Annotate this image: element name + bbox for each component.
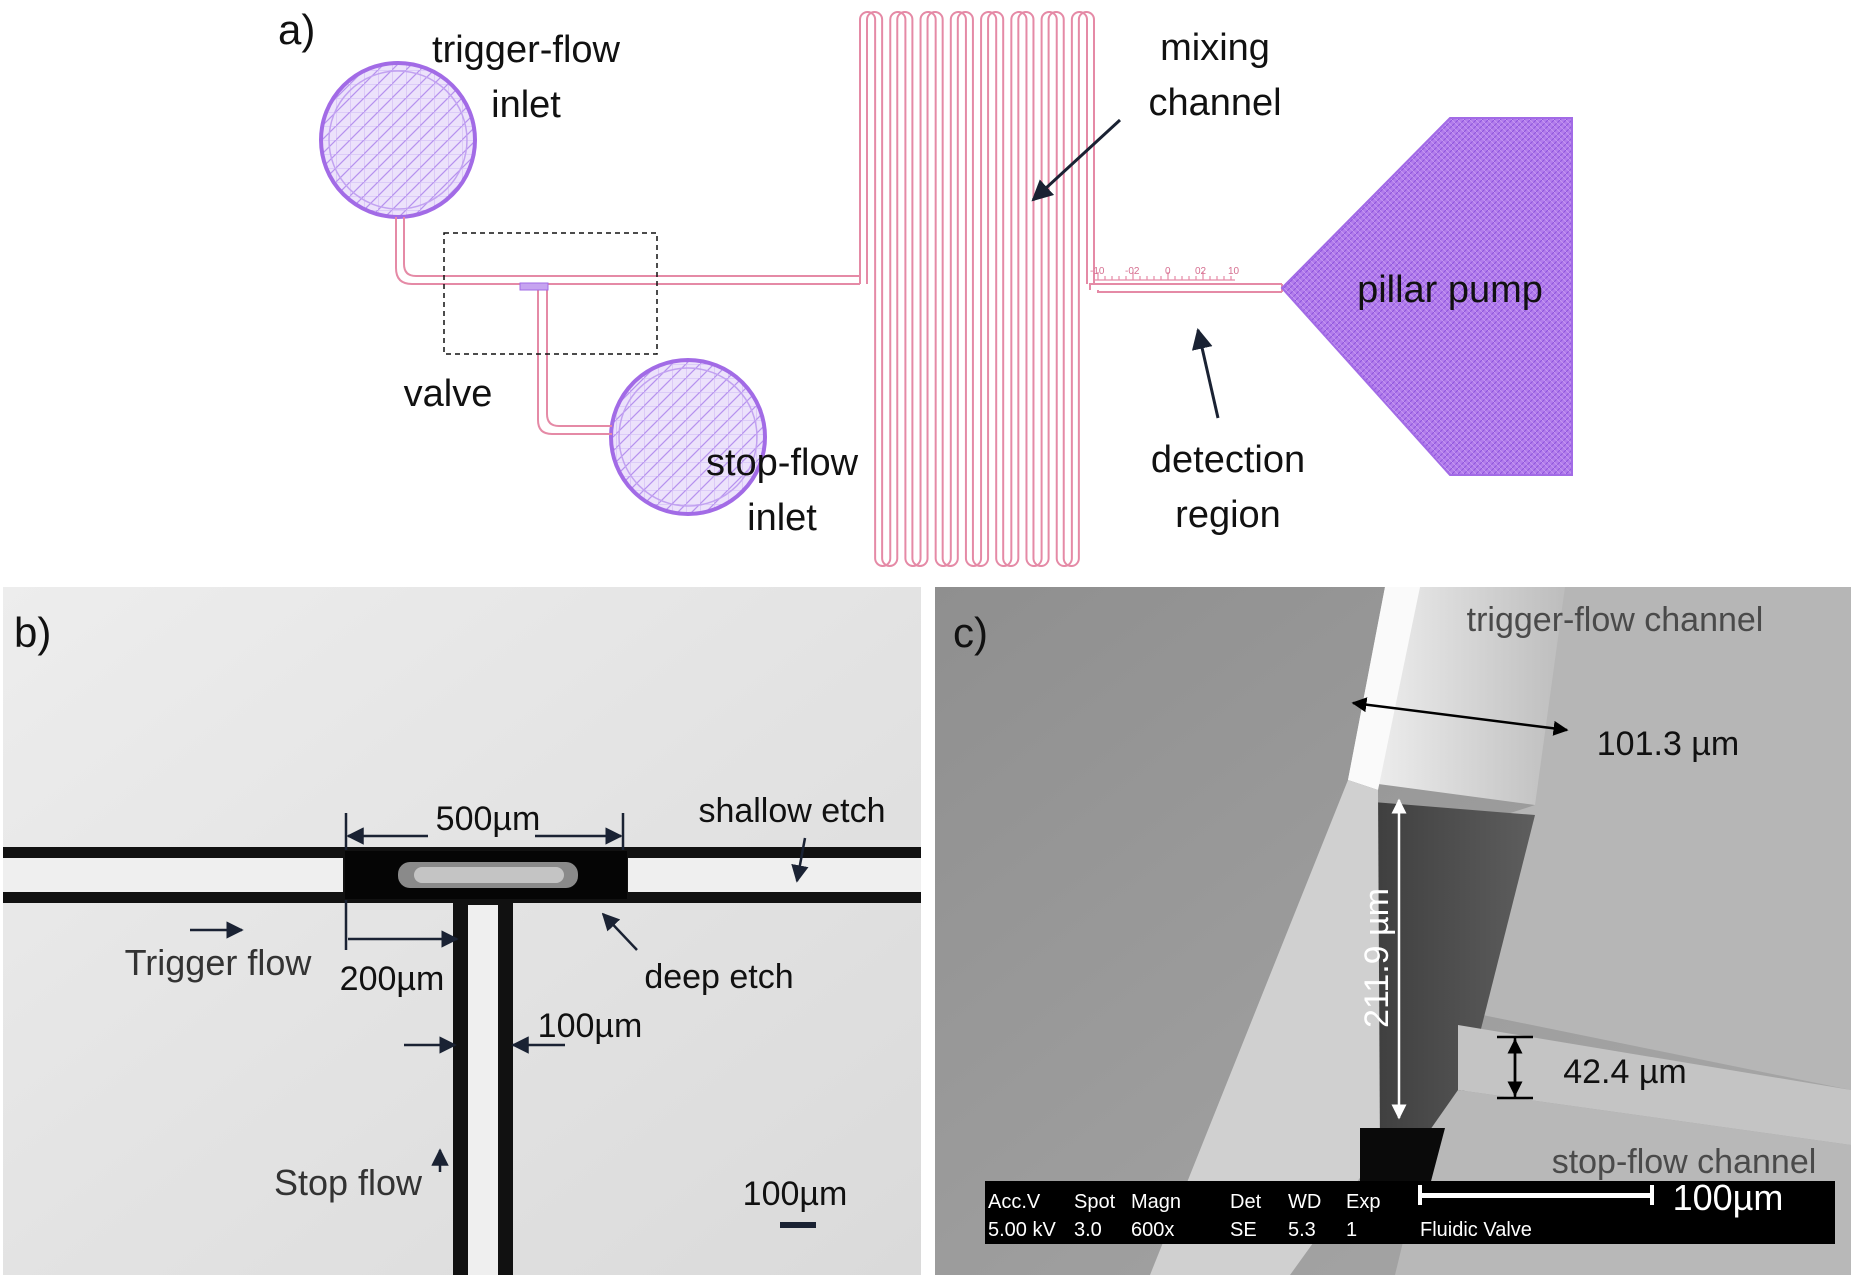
shallow-depth-measurement: 42.4 µm — [1563, 1053, 1687, 1091]
dimension-100um: 100µm — [538, 1007, 643, 1045]
stop-channel-step — [1458, 1025, 1851, 1145]
stop-flow-channel-label: stop-flow channel — [1552, 1143, 1817, 1181]
sem-header-accv: Acc.V — [988, 1191, 1041, 1213]
shallow-etch-label: shallow etch — [698, 792, 885, 830]
dimension-500um: 500µm — [436, 800, 541, 838]
stop-flow-label: Stop flow — [274, 1162, 423, 1203]
detection-region-arrow — [1191, 327, 1220, 419]
valve-box — [443, 232, 658, 355]
dimension-200um: 200µm — [340, 960, 445, 998]
sem-sample-name: Fluidic Valve — [1420, 1219, 1532, 1241]
sem-value-wd: 5.3 — [1288, 1219, 1316, 1241]
ruler-tick-label: 0 — [1165, 266, 1171, 277]
detection-region-label: detection — [1151, 439, 1305, 481]
stop-flow-inlet — [609, 358, 767, 516]
depth-measurement: 211.9 µm — [1358, 888, 1396, 1028]
sem-header-exp: Exp — [1346, 1191, 1380, 1213]
ruler-tick-label: 10 — [1228, 266, 1240, 277]
panel-c: Acc.V Spot Magn Det WD Exp 5.00 kV 3.0 6… — [935, 587, 1851, 1275]
valve-label: valve — [404, 373, 493, 415]
sem-header-wd: WD — [1288, 1191, 1321, 1213]
detection-region-label: region — [1175, 494, 1281, 536]
ruler-tick-label: 02 — [1195, 266, 1207, 277]
sem-info-bar — [985, 1181, 1835, 1244]
panel-a: -10 -02 0 02 10 a) trigger-flow inlet mi… — [278, 4, 1573, 574]
detection-ruler-labels: -10 -02 0 02 10 — [1090, 266, 1240, 277]
stop-flow-inlet-label: stop-flow — [706, 442, 859, 484]
sem-value-accv: 5.00 kV — [988, 1219, 1056, 1241]
stop-flow-inlet-label: inlet — [747, 497, 817, 539]
mixing-channel-label: mixing — [1160, 27, 1270, 69]
mixing-channel-arrow — [1031, 118, 1122, 202]
trigger-flow-channel-label: trigger-flow channel — [1467, 601, 1764, 639]
sem-header-spot: Spot — [1074, 1191, 1116, 1213]
trigger-flow-inlet-label: trigger-flow — [432, 29, 620, 71]
mixing-channel-label: channel — [1148, 82, 1281, 124]
sem-scale-bar — [1418, 1193, 1654, 1198]
width-measurement: 101.3 µm — [1597, 725, 1739, 763]
panel-c-tag: c) — [953, 609, 988, 656]
pillar-pump-label: pillar pump — [1357, 269, 1543, 311]
scale-bar — [780, 1222, 816, 1228]
sem-value-det: SE — [1230, 1219, 1257, 1241]
detection-channel — [1089, 272, 1283, 293]
scale-bar-label: 100µm — [743, 1175, 848, 1213]
sem-value-spot: 3.0 — [1074, 1219, 1102, 1241]
sem-header-magn: Magn — [1131, 1191, 1181, 1213]
sem-value-exp: 1 — [1346, 1219, 1357, 1241]
sem-header-det: Det — [1230, 1191, 1262, 1213]
ruler-tick-label: -02 — [1125, 266, 1140, 277]
measurement-lines — [1351, 697, 1569, 1120]
trigger-flow-label: Trigger flow — [125, 942, 313, 983]
sem-scale-label: 100µm — [1673, 1177, 1784, 1218]
deep-etch-label: deep etch — [644, 958, 793, 996]
panel-a-tag: a) — [278, 6, 315, 53]
trigger-flow-inlet-label: inlet — [491, 84, 561, 126]
trigger-flow-inlet — [319, 61, 477, 219]
dimension-lines — [190, 813, 809, 1172]
panel-b-tag: b) — [14, 609, 51, 656]
mixing-channel — [859, 4, 1100, 574]
ruler-tick-label: -10 — [1090, 266, 1105, 277]
pillar-pump — [1280, 117, 1573, 476]
panel-b: b) 500µm shallow etch Trigger flow 200µm… — [3, 587, 921, 1275]
sem-value-magn: 600x — [1131, 1219, 1174, 1241]
